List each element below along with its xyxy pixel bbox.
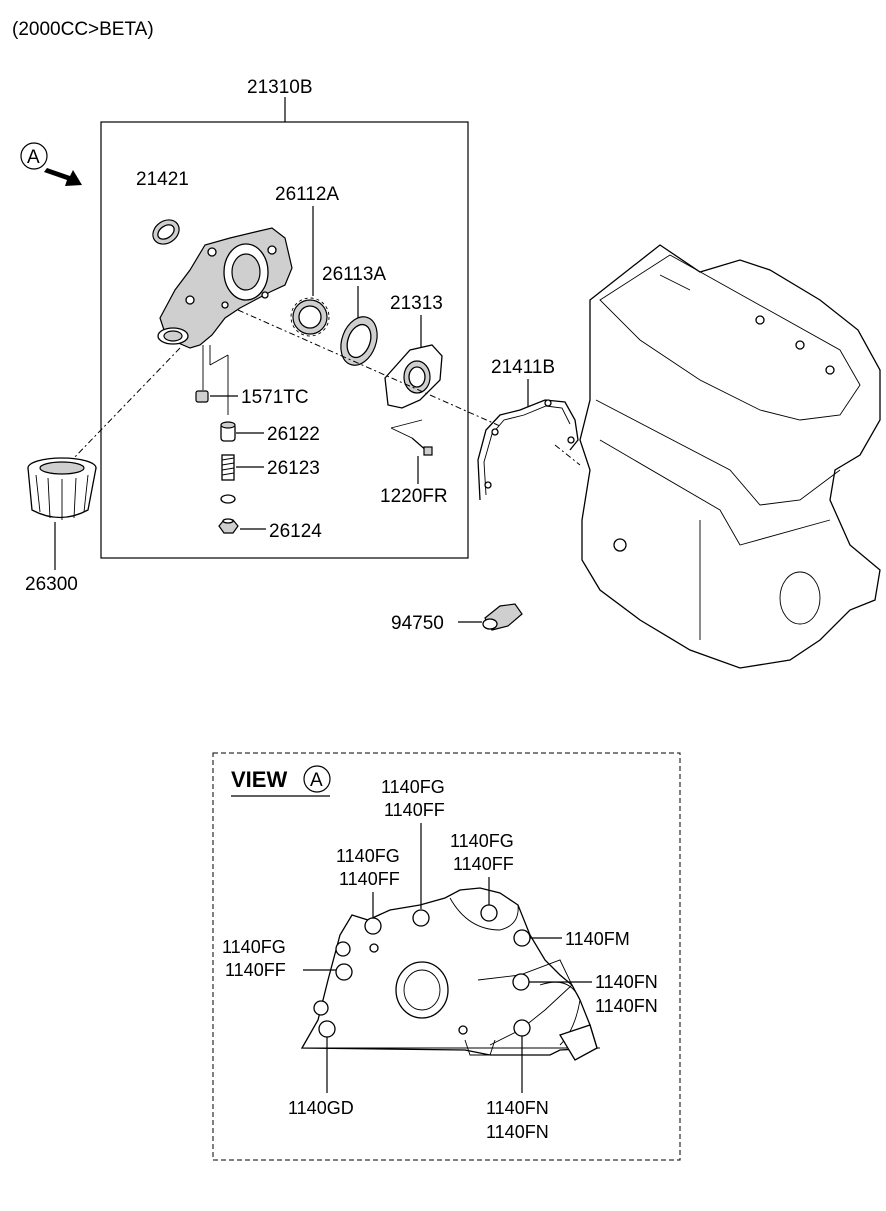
- view-marker-circle: [303, 765, 331, 793]
- label-assembly[interactable]: 21310B: [247, 77, 313, 98]
- label-top-center-a[interactable]: 1140FG: [381, 777, 445, 797]
- washer-part: [220, 494, 236, 504]
- label-right-mid-b[interactable]: 1140FN: [595, 996, 658, 1016]
- label-bottom-right-b[interactable]: 1140FN: [486, 1122, 549, 1142]
- view-title: VIEW: [231, 767, 287, 792]
- label-right-top[interactable]: 1140FM: [565, 929, 630, 949]
- label-right-mid-a[interactable]: 1140FN: [595, 972, 658, 992]
- label-inner-rotor[interactable]: 26113A: [322, 264, 386, 285]
- label-top-center-b[interactable]: 1140FF: [384, 800, 445, 820]
- gasket-part: [477, 399, 579, 501]
- arrow-marker-letter: A: [27, 147, 40, 168]
- label-relief-plug[interactable]: 26124: [269, 521, 322, 542]
- diagram-title: (2000CC>BETA): [12, 19, 154, 40]
- inner-rotor-part: [340, 316, 378, 366]
- label-top-right-b[interactable]: 1140FF: [453, 854, 514, 874]
- plug-part: [195, 390, 209, 403]
- spring-part: [221, 454, 235, 481]
- label-plug[interactable]: 1571TC: [241, 387, 309, 408]
- label-screw[interactable]: 1220FR: [380, 486, 448, 507]
- label-left-a[interactable]: 1140FG: [222, 937, 286, 957]
- view-a-arrow-marker: A: [20, 142, 82, 186]
- label-top-left-a[interactable]: 1140FG: [336, 846, 400, 866]
- view-a-box: [212, 752, 681, 1161]
- direction-arrow-icon: [44, 168, 82, 186]
- label-left-b[interactable]: 1140FF: [225, 960, 286, 980]
- view-marker-letter: A: [310, 770, 323, 791]
- label-oil-filter[interactable]: 26300: [25, 574, 78, 595]
- seal-part: [152, 219, 180, 245]
- label-top-right-a[interactable]: 1140FG: [450, 831, 514, 851]
- pump-front-view: [300, 887, 600, 1061]
- oil-filter-part: [27, 457, 97, 520]
- label-bottom-left[interactable]: 1140GD: [288, 1098, 354, 1118]
- label-seal[interactable]: 21421: [136, 169, 189, 190]
- relief-plug-part: [218, 518, 239, 534]
- label-plunger[interactable]: 26122: [267, 424, 320, 445]
- outer-rotor-part: [290, 297, 330, 337]
- label-bottom-right-a[interactable]: 1140FN: [486, 1098, 549, 1118]
- cover-part: [384, 344, 443, 409]
- oil-pressure-switch-part: [482, 603, 523, 631]
- label-outer-rotor[interactable]: 26112A: [275, 184, 339, 205]
- plunger-part: [220, 421, 236, 442]
- label-switch[interactable]: 94750: [391, 613, 444, 634]
- label-spring[interactable]: 26123: [267, 458, 320, 479]
- label-top-left-b[interactable]: 1140FF: [339, 869, 400, 889]
- screw-part: [411, 437, 433, 456]
- label-gasket[interactable]: 21411B: [491, 357, 555, 378]
- oil-pump-body: [157, 227, 293, 349]
- label-cover[interactable]: 21313: [390, 293, 443, 314]
- engine-block: [579, 244, 881, 669]
